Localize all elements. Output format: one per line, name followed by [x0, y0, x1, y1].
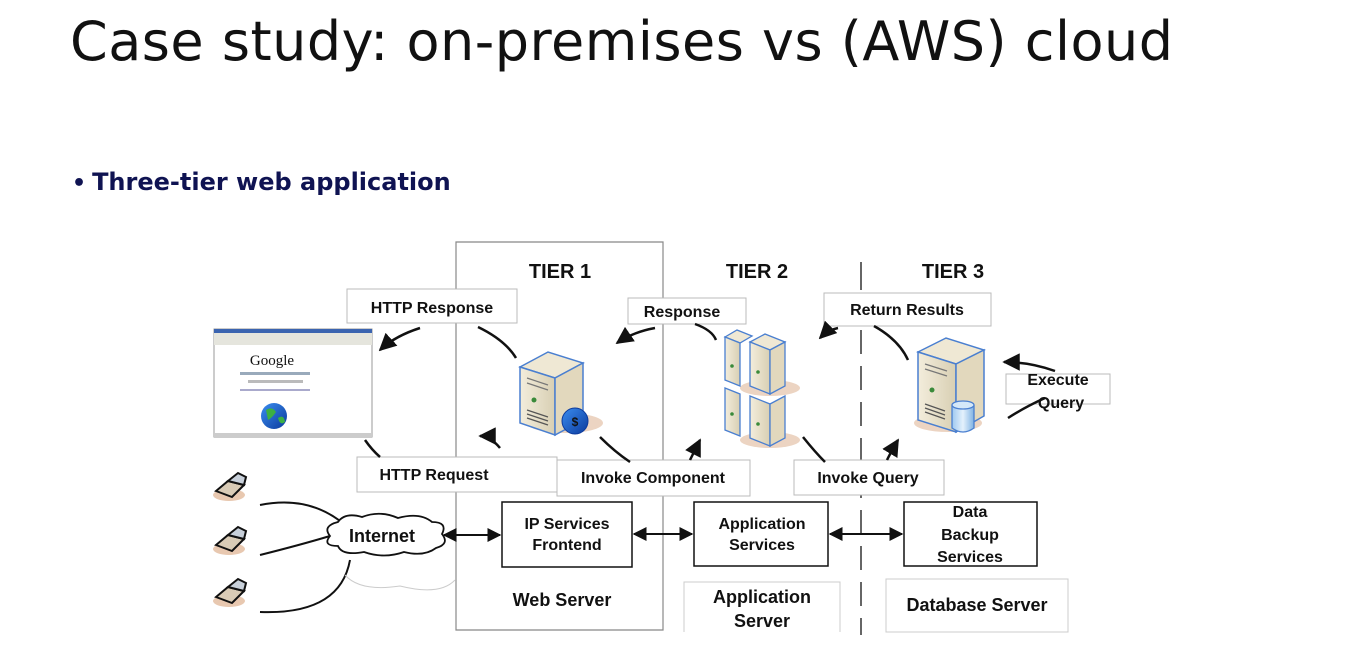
ip-services-box: IP Services Frontend: [501, 501, 633, 568]
response-label: Response: [644, 304, 721, 321]
arc-return-results: [818, 320, 839, 340]
app-server-line1: Application: [713, 587, 811, 607]
db-server-label: Database Server: [906, 595, 1047, 615]
arc-execute-bottom: [1007, 396, 1046, 420]
flow-arcs: [363, 320, 1056, 464]
laptop-connections: [259, 501, 351, 614]
arc-tier1-bottom: [599, 436, 631, 464]
laptop-icon: [213, 577, 248, 607]
arc-http-response: [378, 326, 421, 352]
invoke-component-box: Invoke Component: [556, 459, 751, 497]
http-request-label: HTTP Request: [379, 467, 489, 484]
invoke-query-box: Invoke Query: [793, 459, 945, 496]
browser-brand: Google: [250, 353, 295, 369]
data-backup-line2: Backup: [941, 527, 999, 544]
app-services-line2: Services: [729, 537, 795, 554]
web-server-label: Web Server: [513, 590, 612, 610]
browser-window-icon: Google: [213, 328, 373, 438]
bullet-dot: •: [72, 171, 87, 196]
tier-1-label: TIER 1: [529, 261, 591, 283]
app-server-box: Application Server: [683, 581, 841, 632]
arc-tier1-top: [477, 325, 518, 359]
laptop-icon: [213, 471, 248, 501]
http-response-label: HTTP Response: [371, 300, 494, 317]
data-backup-box: Data Backup Services: [903, 501, 1038, 567]
app-services-line1: Application: [718, 516, 805, 533]
data-backup-line3: Services: [937, 549, 1003, 566]
return-results-box: Return Results: [823, 292, 992, 327]
internet-label: Internet: [349, 526, 415, 546]
globe-icon: [261, 403, 287, 429]
slide-title: Case study: on-premises vs (AWS) cloud: [70, 10, 1174, 73]
app-services-box: Application Services: [693, 501, 829, 567]
laptop-icon: [213, 525, 248, 555]
database-cylinder-icon: [951, 405, 975, 433]
bullet-item: •Three-tier web application: [72, 168, 451, 196]
http-request-box: HTTP Request: [356, 456, 558, 493]
globe-icon: [561, 407, 589, 435]
arc-invoke-query: [882, 438, 900, 461]
bullet-text: Three-tier web application: [92, 168, 451, 196]
tier-2-label: TIER 2: [726, 261, 788, 283]
execute-query-box: Execute Query: [1005, 372, 1111, 412]
arc-execute-top: [1002, 353, 1056, 373]
execute-query-line2: Query: [1038, 395, 1084, 412]
http-response-box: HTTP Response: [346, 288, 518, 324]
invoke-query-label: Invoke Query: [817, 470, 918, 487]
svg-text:$: $: [572, 415, 579, 429]
arc-response: [615, 326, 656, 345]
arc-invoke-component: [685, 438, 702, 461]
cloud-icon: Internet: [326, 512, 456, 591]
web-server-icon: $: [518, 351, 603, 437]
ip-services-line1: IP Services: [524, 516, 609, 533]
server-cluster-icon: [723, 329, 800, 448]
db-server-box: Database Server: [885, 578, 1069, 633]
tier1-region: [455, 241, 664, 631]
ip-services-line2: Frontend: [532, 537, 601, 554]
service-arrows: [442, 527, 904, 542]
data-backup-line1: Data: [953, 504, 988, 521]
invoke-component-label: Invoke Component: [581, 470, 726, 487]
arc-tier2-top: [694, 322, 718, 341]
tier-3-label: TIER 3: [922, 261, 984, 283]
return-results-label: Return Results: [850, 302, 964, 319]
arc-http-request: [363, 439, 381, 458]
execute-query-line1: Execute: [1027, 372, 1088, 389]
app-server-line2: Server: [734, 611, 790, 631]
arc-tier2-bottom: [802, 436, 826, 463]
arc-tier3-top: [873, 324, 910, 361]
database-server-icon: [914, 337, 986, 434]
response-box: Response: [627, 297, 747, 325]
arc-request-up: [478, 427, 501, 449]
